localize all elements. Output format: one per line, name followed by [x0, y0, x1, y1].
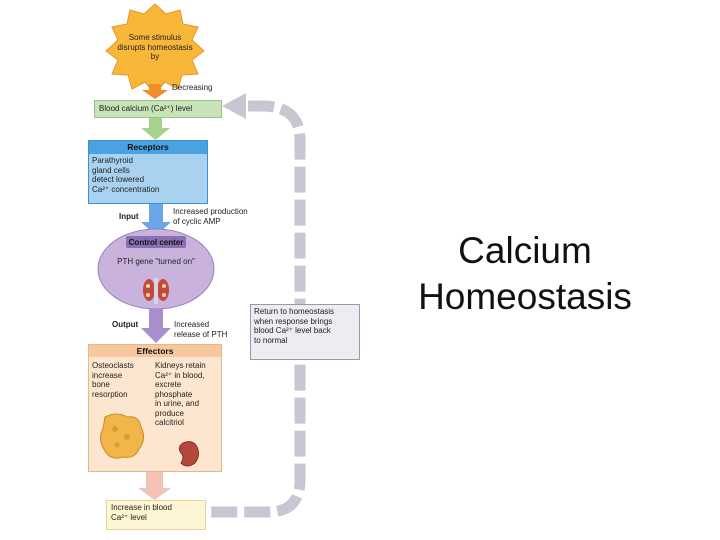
return-to-homeostasis-box: Return to homeostasis when response brin…	[250, 304, 360, 360]
effect-arrow	[138, 470, 171, 500]
input-arrow	[141, 203, 171, 236]
blood-calcium-level-box: Blood calcium (Ca²⁺) level	[94, 100, 222, 118]
effectors-box: Effectors Osteoclasts increase bone reso…	[88, 344, 222, 472]
slide-title: Calcium Homeostasis	[418, 230, 632, 317]
receptors-text: Parathyroid gland cells detect lowered C…	[92, 156, 160, 194]
output-label: Output	[112, 320, 139, 329]
return-loop-arrow	[210, 93, 306, 518]
input-label: Input	[119, 212, 139, 221]
bone-illustration	[99, 413, 145, 459]
output-note: Increased release of PTH	[174, 320, 228, 339]
stimulus-text: Some stimulus disrupts homeostasis by	[117, 33, 193, 61]
decreasing-label: Decreasing	[172, 83, 213, 92]
effectors-osteoclasts-text: Osteoclasts increase bone resorption	[92, 361, 134, 399]
effectors-header: Effectors	[89, 345, 221, 357]
control-center-header: Control center	[128, 238, 184, 247]
control-center-text: PTH gene "turned on"	[117, 257, 195, 266]
level-to-receptor-arrow	[141, 118, 170, 140]
kidney-illustration	[178, 441, 200, 467]
decrease-arrow	[142, 84, 168, 99]
effectors-kidney-text: Kidneys retain Ca²⁺ in blood, excrete ph…	[155, 361, 206, 427]
output-arrow	[141, 309, 171, 343]
pth-gland-illustration	[143, 278, 169, 304]
receptors-header: Receptors	[89, 141, 207, 154]
input-note: Increased production of cyclic AMP	[173, 207, 248, 226]
result-box: Increase in blood Ca²⁺ level	[106, 500, 206, 530]
receptors-box: Receptors Parathyroid gland cells detect…	[88, 140, 208, 204]
